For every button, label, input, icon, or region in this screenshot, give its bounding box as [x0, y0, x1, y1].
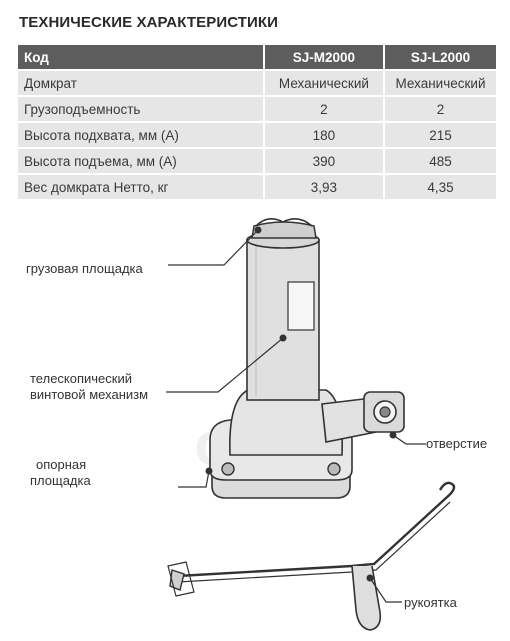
- table-cell: 3,93: [264, 175, 385, 201]
- table-cell: 180: [264, 123, 385, 149]
- callout-screw-line2: винтовой механизм: [30, 387, 149, 402]
- callout-handle: рукоятка: [404, 595, 457, 610]
- table-header-cell: SJ-M2000: [264, 45, 385, 71]
- callout-lines: [166, 229, 426, 603]
- callout-dots: [205, 226, 397, 582]
- callout-base-line1: опорная: [36, 457, 87, 472]
- table-cell: Механический: [385, 71, 496, 97]
- bolt-icon: [327, 462, 341, 476]
- table-cell: 215: [385, 123, 496, 149]
- table-cell: 4,35: [385, 175, 496, 201]
- table-row: Высота подхвата, мм (А) 180 215: [18, 123, 496, 149]
- callout-base-line2: площадка: [30, 473, 91, 488]
- table-header-cell: Код: [18, 45, 265, 71]
- callout-hole: отверстие: [426, 436, 488, 451]
- table-row: Грузоподъемность 2 2: [18, 97, 496, 123]
- table-row: Вес домкрата Нетто, кг 3,93 4,35: [18, 175, 496, 201]
- table-header-cell: SJ-L2000: [385, 45, 496, 71]
- page-title: ТЕХНИЧЕСКИЕ ХАРАКТЕРИСТИКИ: [19, 14, 279, 31]
- bolt-icon: [221, 462, 235, 476]
- table-cell: Механический: [264, 71, 385, 97]
- table-cell: Высота подхвата, мм (А): [18, 123, 265, 149]
- table-cell: 485: [385, 149, 496, 175]
- table-row: Высота подъема, мм (А) 390 485: [18, 149, 496, 175]
- table-cell: Высота подъема, мм (А): [18, 149, 265, 175]
- table-cell: 2: [385, 97, 496, 123]
- load-saddle: [251, 218, 317, 239]
- spec-table: Код SJ-M2000 SJ-L2000 Домкрат Механическ…: [18, 45, 496, 201]
- table-cell: 2: [264, 97, 385, 123]
- table-header-row: Код SJ-M2000 SJ-L2000: [18, 45, 496, 71]
- table-cell: Вес домкрата Нетто, кг: [18, 175, 265, 201]
- telescopic-column: [246, 231, 320, 401]
- table-cell: 390: [264, 149, 385, 175]
- table-row: Домкрат Механический Механический: [18, 71, 496, 97]
- callout-load-platform: грузовая площадка: [26, 261, 143, 276]
- table-cell: Грузоподъемность: [18, 97, 265, 123]
- callout-screw-line1: телескопический: [30, 371, 133, 386]
- table-cell: Домкрат: [18, 71, 265, 97]
- drive-hole-boss: [321, 391, 405, 443]
